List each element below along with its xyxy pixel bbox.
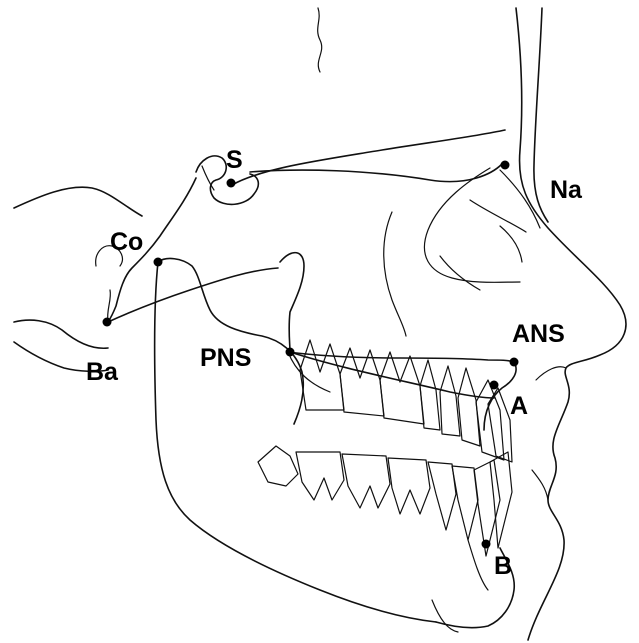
landmark-label-b: B [494, 552, 512, 580]
nasal-bone-outline [534, 8, 548, 222]
clinoid-process [202, 166, 214, 190]
anterior-cranial-base [232, 130, 505, 185]
landmark-point-a [490, 381, 499, 390]
upper-premolar-2 [440, 366, 460, 436]
lower-molar-3 [388, 458, 430, 514]
landmark-label-na: Na [550, 176, 583, 204]
upper-premolar-1 [420, 360, 440, 430]
upper-lip [536, 367, 566, 380]
maxillary-sinus-line [440, 256, 480, 290]
occipital-contour [14, 187, 142, 216]
mandibular-dentition [258, 446, 512, 590]
landmark-label-ba: Ba [86, 358, 119, 386]
landmark-label-ans: ANS [512, 320, 565, 348]
third-molar [258, 446, 298, 486]
landmark-point-s [227, 179, 236, 188]
landmark-point-co [154, 258, 163, 267]
landmark-label-co: Co [110, 228, 143, 256]
lower-incisor [490, 452, 512, 548]
landmark-point-b [482, 540, 491, 549]
mandible-inner-cortex [432, 600, 458, 632]
zygoma-lower [500, 226, 522, 262]
lower-lip-fold [532, 470, 548, 500]
lower-premolar-2 [452, 466, 478, 540]
orbit-outline [424, 168, 520, 282]
landmark-label-a: A [510, 392, 528, 420]
basioccipital-line [14, 320, 108, 348]
zygoma-line [470, 200, 526, 232]
lower-molar-2 [342, 454, 390, 508]
mandible-ramus [158, 259, 303, 424]
pterygomaxillary-fissure [384, 212, 406, 336]
mandible-posterior-border [155, 262, 436, 622]
upper-incisor-2 [488, 388, 512, 462]
landmark-point-pns [286, 348, 295, 357]
landmark-label-pns: PNS [200, 344, 251, 372]
landmark-label-s: S [226, 146, 243, 174]
lower-premolar-1 [428, 462, 456, 530]
cranial-suture-line [318, 8, 322, 72]
landmark-point-ba [103, 318, 112, 327]
landmark-point-ans [510, 358, 519, 367]
landmark-point-na [501, 161, 510, 170]
lower-molar-1 [296, 452, 344, 500]
upper-molar-1 [300, 340, 344, 410]
palatal-plane-posterior [108, 268, 278, 322]
pterygoid-outline [280, 253, 304, 352]
upper-molar-3 [380, 352, 424, 424]
